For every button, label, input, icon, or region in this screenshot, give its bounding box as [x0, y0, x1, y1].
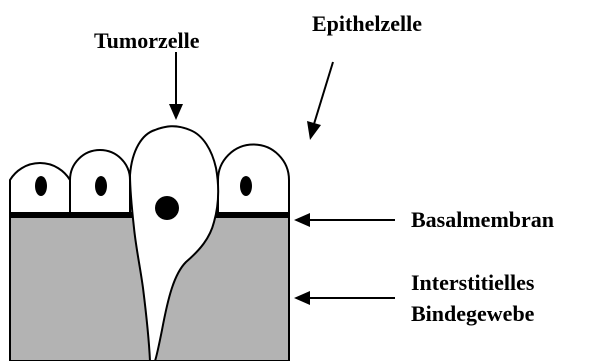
label-basement-membrane: Basalmembran [411, 207, 554, 232]
epithelial-nucleus-1 [35, 176, 47, 196]
label-epithelial-cell: Epithelzelle [312, 11, 422, 36]
label-interstitial-line1: Interstitielles [411, 270, 535, 295]
basement-membrane-left [10, 212, 132, 218]
epithelial-cell-3 [218, 145, 289, 215]
basement-membrane-right [214, 212, 290, 218]
epithelial-nucleus-2 [95, 176, 107, 196]
arrow-epithelial-cell [307, 62, 333, 140]
arrow-basement-membrane [294, 213, 395, 227]
label-tumor-cell: Tumorzelle [94, 28, 200, 53]
tumor-nucleus [155, 196, 179, 220]
arrow-tumor-cell [169, 52, 183, 120]
epithelial-nucleus-3 [240, 176, 252, 196]
label-interstitial-line2: Bindegewebe [411, 301, 535, 326]
arrow-interstitial-tissue [294, 291, 395, 305]
